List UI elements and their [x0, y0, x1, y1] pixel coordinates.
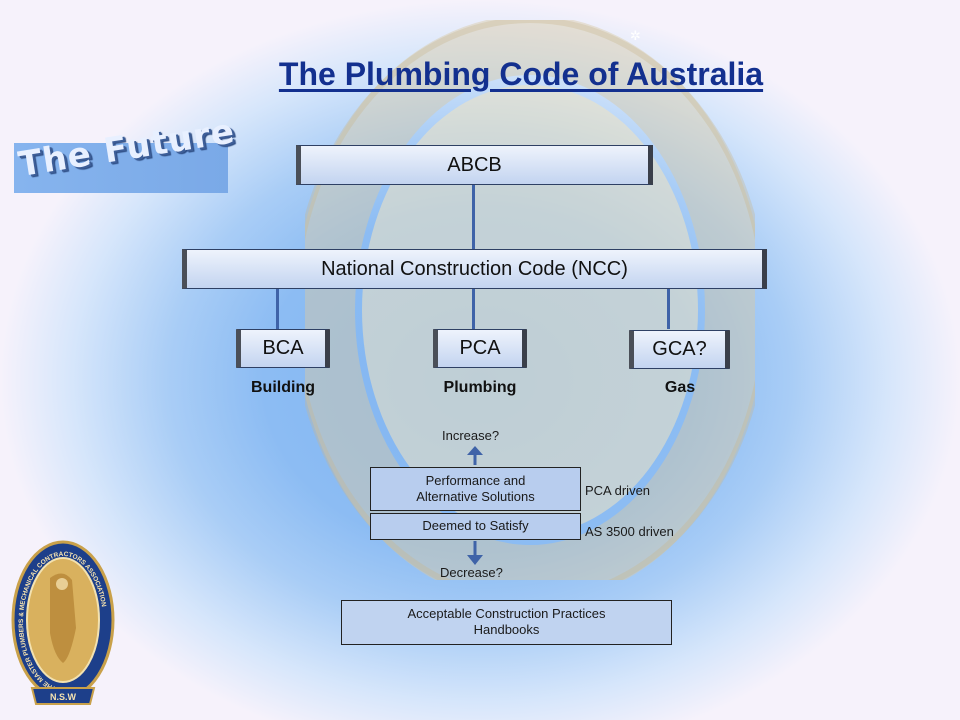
gca-box: GCA? — [629, 330, 730, 369]
performance-line-1: Performance and — [425, 473, 526, 488]
arrow-down-icon — [467, 541, 483, 565]
handbooks-line-1: Acceptable Construction Practices — [407, 606, 606, 621]
building-label: Building — [251, 379, 315, 396]
pca-label: PCA — [459, 337, 501, 359]
association-logo-icon: THE MASTER PLUMBERS & MECHANICAL CONTRAC… — [11, 540, 115, 705]
connector-ncc-pca — [472, 289, 475, 329]
plumbing-label: Plumbing — [443, 379, 517, 396]
pca-box: PCA — [433, 329, 527, 368]
logo-state-text: N.S.W — [50, 692, 77, 702]
handbooks-box: Acceptable Construction Practices Handbo… — [341, 600, 672, 645]
connector-ncc-gca — [667, 289, 670, 329]
small-star-icon: ✲ — [630, 28, 641, 43]
slide-title: The Plumbing Code of Australia — [278, 56, 764, 92]
bca-label: BCA — [262, 337, 304, 359]
as3500-driven-label: AS 3500 driven — [585, 524, 674, 539]
watermark-emblem-icon — [305, 20, 755, 580]
bca-box: BCA — [236, 329, 330, 368]
handbooks-line-2: Handbooks — [473, 622, 540, 637]
gas-label: Gas — [664, 379, 696, 396]
arrow-up-icon — [467, 446, 483, 465]
deemed-to-satisfy-box: Deemed to Satisfy — [370, 513, 581, 540]
pca-driven-label: PCA driven — [585, 483, 651, 498]
the-future-banner: The Future — [14, 111, 238, 193]
the-future-text: The Future — [15, 111, 238, 185]
ncc-label: National Construction Code (NCC) — [321, 257, 628, 280]
performance-box: Performance and Alternative Solutions — [370, 467, 581, 511]
connector-ncc-bca — [276, 289, 279, 329]
connector-abcb-ncc — [472, 185, 475, 249]
deemed-to-satisfy-label: Deemed to Satisfy — [422, 518, 529, 533]
performance-line-2: Alternative Solutions — [416, 489, 535, 504]
increase-label: Increase? — [442, 428, 500, 443]
abcb-box: ABCB — [296, 145, 653, 185]
abcb-label: ABCB — [447, 153, 502, 176]
ncc-box: National Construction Code (NCC) — [182, 249, 767, 289]
gca-label: GCA? — [652, 338, 707, 360]
decrease-label: Decrease? — [440, 565, 503, 580]
